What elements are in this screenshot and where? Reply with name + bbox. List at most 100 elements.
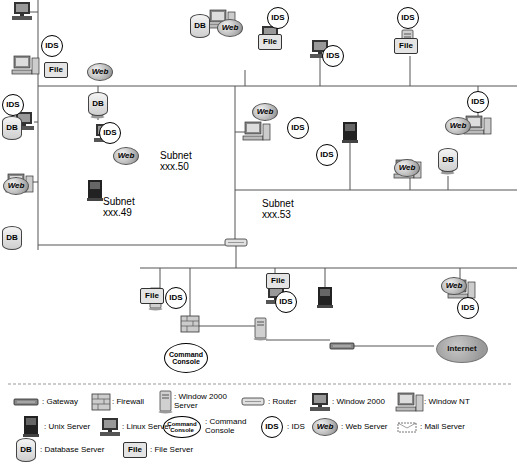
icon-text: File [49,66,63,74]
window-2000-server [254,318,268,341]
gateway [330,343,354,349]
icon-text: Web [118,152,135,160]
icon-text: IDS [103,129,116,137]
legend-text: : Window 2000 Server [174,393,234,411]
icon-text: DB [442,156,454,164]
bus-wire [235,190,517,191]
icon-text: IDS [461,304,474,312]
icon-text: IDS [6,101,19,109]
ids-icon: IDS [275,291,297,313]
legend-text: : Mail Server [420,423,465,432]
window-nt-pc [243,122,270,140]
icon-text: File [271,277,285,285]
icon-text: Web [399,164,416,172]
icon-text: DB [6,234,18,242]
legend-text: : Window 2000 [332,398,385,407]
legend-rule [8,384,513,385]
file-server-icon: File [266,273,290,289]
icon-text: File [145,292,159,300]
icon-text: Command Console [167,351,205,366]
legend-text: : Firewall [112,398,144,407]
linux-server-symbol [100,418,120,436]
file-server-icon: File [44,62,68,78]
computer-icons [6,2,491,349]
icon-text: DB [92,100,104,108]
legend-text: : Gateway [42,398,78,407]
web-server-icon: Web [3,177,29,195]
icon-text: DB [194,22,206,30]
drop-wire [30,12,478,290]
ids-icon: IDS [165,287,187,309]
icon-text: IDS [326,52,339,60]
web-server-icon: Web [441,277,467,295]
router-symbol [242,398,264,405]
legend-text: : Web Server [341,423,388,432]
ids-icon: IDS [316,144,338,166]
bus-wire [354,346,434,347]
command-console: Command Console [164,343,208,373]
window-nt-pc [12,56,39,74]
ids-icon: IDS [397,7,419,29]
internet-cloud: Internet [436,335,488,363]
ids-icon: IDS [41,35,63,57]
window-nt-symbol [396,393,423,411]
database-icon: DB [438,148,458,172]
bus-wire [38,0,39,250]
legend-text: : Command Console [205,418,257,436]
subnet-label: Subnet xxx.53 [262,198,304,220]
firewall-symbol [92,394,110,410]
file-server-icon: File [140,288,164,304]
firewall [181,316,199,332]
icon-text: IDS [291,124,304,132]
legend-text: : Router [268,398,296,407]
ids-icon: IDS [2,94,24,116]
database-icon: DB [2,226,22,250]
database-icon: DB [88,92,108,116]
mail-server-symbol [398,423,416,432]
web-server-icon: Web [252,103,278,121]
icon-text: Web [450,122,467,130]
database-icon: DB [190,14,210,38]
web-server-icon: Web [394,159,420,177]
legend-text: : Unix Server [44,423,90,432]
ids-icon: IDS [467,91,489,113]
legend-text: : IDS [287,423,305,432]
file-server-icon: File [394,38,418,54]
icon-text: Web [257,108,274,116]
icon-text: File [263,38,277,46]
bus-wire [235,86,236,240]
bus-wire [236,246,237,268]
icon-text: IDS [271,14,284,22]
icon-text: IDS [45,42,58,50]
bus-wire [38,245,225,246]
network-wires [30,0,517,346]
file-server-icon: File [258,34,282,50]
web-server-icon: Web [217,19,243,37]
ids-icon: IDS [267,7,289,29]
icon-text: Web [92,68,109,76]
subnet-label: Subnet xxx.49 [103,196,145,218]
legend-icon-label: DB [16,438,36,462]
icon-text: File [399,42,413,50]
icon-text: DB [6,124,18,132]
router [225,239,247,246]
legend-text: : File Server [150,446,193,455]
icon-text: IDS [169,294,182,302]
icon-text: Internet [447,345,476,353]
bus-wire [199,326,255,327]
unix-server-symbol [23,416,39,437]
window-2000-symbol [310,393,330,411]
server-symbol [159,391,173,414]
bus-wire [190,268,191,316]
ids-icon: IDS [287,117,309,139]
icon-text: Web [222,24,239,32]
legend-text: : Database Server [40,446,104,455]
ids-icon: IDS [99,122,121,144]
legend-text: : Window NT [424,398,470,407]
web-server-icon: Web [87,63,113,81]
legend-icons [8,384,513,437]
ids-icon: IDS [457,297,479,319]
icon-text: Web [446,282,463,290]
window-nt-pc [394,160,421,178]
